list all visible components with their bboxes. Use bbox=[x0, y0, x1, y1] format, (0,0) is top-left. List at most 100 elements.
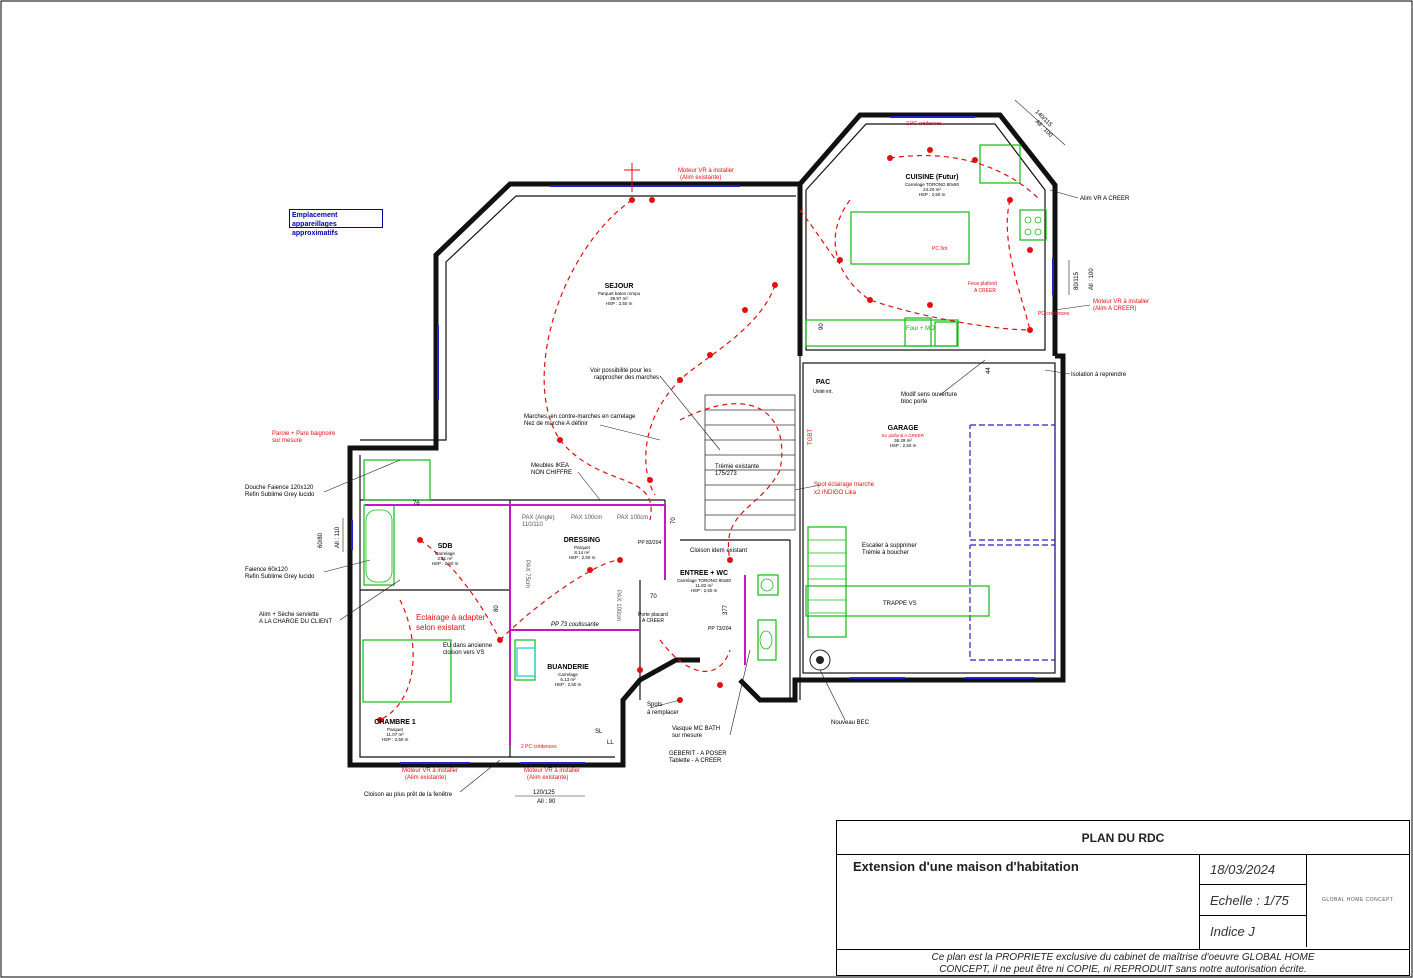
bathtub-icon bbox=[365, 509, 393, 583]
dim-70b: 70 bbox=[671, 517, 677, 524]
dim-all100b: All : 100 bbox=[1089, 268, 1095, 290]
note-meubles: Meubles IKEA bbox=[531, 463, 569, 469]
note-alim-existante: (Alim existante) bbox=[680, 175, 721, 181]
note-non-chiffre: NON CHIFFRE bbox=[531, 470, 572, 476]
note-marches: Marches, en contre-marches en carrelage bbox=[524, 414, 636, 420]
room-entree-name: ENTREE + WC bbox=[680, 570, 728, 577]
room-sdb-floor: Carrelage bbox=[435, 551, 455, 556]
dim-left: 60/80 bbox=[318, 532, 324, 548]
note-feux2: A CREER bbox=[974, 288, 996, 294]
label-pax-dim: 110/110 bbox=[522, 522, 543, 528]
room-chambre-name: CHAMBRE 1 bbox=[374, 719, 416, 726]
toilet-icon bbox=[759, 578, 774, 650]
dim-80: 80 bbox=[494, 605, 500, 612]
label-trappe: TRAPPE VS bbox=[883, 601, 917, 607]
project-description: Extension d'une maison d'habitation bbox=[853, 859, 1079, 874]
note-escalier: Escalier à supprimer bbox=[862, 543, 917, 549]
room-sdb-hsp: HSP : 2,50 m bbox=[432, 561, 459, 566]
note-tablette: Tablette - A CREER bbox=[669, 758, 722, 764]
room-sejour-name: SEJOUR bbox=[605, 283, 634, 290]
footer-line1: Ce plan est la PROPRIETE exclusive du ca… bbox=[931, 952, 1315, 963]
note-spot-marche: Spot éclairage marche bbox=[814, 482, 875, 488]
label-pax75: PAX 75cm bbox=[524, 560, 530, 588]
note-moteur-top: Moteur VR à installer bbox=[678, 168, 734, 174]
note-cloison-idem: Cloison idem existant bbox=[690, 548, 747, 554]
moteur-marker bbox=[624, 163, 640, 192]
note-moteur-bottom1: Moteur VR à installer bbox=[402, 768, 458, 774]
dim-44: 44 bbox=[986, 367, 992, 374]
note-sur-mesure: sur mesure bbox=[272, 438, 303, 444]
note-selon-existant: selon existant bbox=[416, 623, 466, 632]
note-alim-b1: (Alim existante) bbox=[405, 775, 446, 781]
garage-outer-wall bbox=[738, 353, 1066, 703]
main-outer-wall bbox=[347, 181, 800, 768]
room-cuisine-floor: Carrelage TORONO 80x80 bbox=[905, 182, 960, 187]
note-tremie: Trémie existante bbox=[715, 464, 760, 470]
note-voir-possibilite: Voir possibilité pour les bbox=[590, 368, 651, 374]
plan-date: 18/03/2024 bbox=[1200, 854, 1307, 885]
note-alim-seche: Alim + Sèche serviette bbox=[259, 612, 320, 618]
title-block-info: 18/03/2024 Echelle : 1/75 Indice J GLOBA… bbox=[1199, 854, 1410, 949]
note-pc-credences: 2 PC crédences bbox=[906, 121, 942, 127]
room-sdb-name: SDB bbox=[438, 543, 453, 550]
room-dressing-floor: Parquet bbox=[574, 545, 591, 550]
kitchen-outer-wall bbox=[798, 112, 1058, 356]
room-garage-hsp: HSP : 2,50 m bbox=[890, 443, 917, 448]
room-entree-floor: Carrelage TORONO 80x80 bbox=[677, 578, 732, 583]
room-garage-floor: Ex plafond A CREER bbox=[882, 433, 925, 438]
note-nez: Nez de marche A définir bbox=[524, 421, 588, 427]
title-block: PLAN DU RDC Extension d'une maison d'hab… bbox=[836, 820, 1410, 976]
wall-inner-lines bbox=[359, 123, 1056, 758]
dim-all90: All : 90 bbox=[537, 799, 556, 805]
plan-scale: Echelle : 1/75 bbox=[1200, 885, 1307, 916]
note-paroi: Paroie + Pare baignoire bbox=[272, 431, 336, 437]
note-tremie-boucher: Trémie à boucher bbox=[862, 550, 909, 556]
note-indigo: x2 INDIGO Lika bbox=[814, 490, 857, 496]
note-eu: EU dans ancienne bbox=[443, 643, 493, 649]
note-geberit: GEBERIT - A POSER bbox=[669, 751, 727, 757]
note-vasque2: sur mesure bbox=[672, 733, 703, 739]
room-garage-area: 36.29 m² bbox=[894, 438, 912, 443]
plan-index: Indice J bbox=[1200, 916, 1307, 947]
room-sejour-floor: Parquet baton rompu bbox=[598, 291, 641, 296]
electrical-points bbox=[377, 147, 1033, 723]
dim-76: 76 bbox=[413, 501, 420, 507]
room-garage-name: GARAGE bbox=[888, 425, 919, 432]
note-pc-cred3: 2 PC crédences bbox=[521, 744, 557, 750]
note-alim-creer: (Alim A CREER) bbox=[1093, 306, 1136, 312]
room-sdb-area: 3.21 m² bbox=[437, 556, 453, 561]
dim-right: 80/115 bbox=[1074, 271, 1080, 290]
room-cuisine-area: 24.20 m² bbox=[923, 187, 941, 192]
label-pax100v: PAX 100cm bbox=[615, 590, 621, 621]
note-pc-cred2: PC crédences bbox=[1038, 311, 1070, 317]
label-ll: LL bbox=[607, 740, 614, 746]
label-sl: SL bbox=[595, 729, 603, 735]
note-alim-b2: (Alim existante) bbox=[527, 775, 568, 781]
note-a-creer: A CREER bbox=[642, 618, 664, 624]
room-sejour-area: 39.97 m² bbox=[610, 296, 628, 301]
dim-70a: 70 bbox=[650, 594, 657, 600]
bec-icon bbox=[809, 649, 831, 671]
garage-stair bbox=[808, 539, 846, 614]
note-moteur-right: Moteur VR à installer bbox=[1093, 299, 1149, 305]
label-unite: Unité int. bbox=[813, 389, 833, 395]
note-pp73: PP 73 coulissante bbox=[551, 622, 599, 628]
note-eclairage: Eclairage à adapter bbox=[416, 613, 486, 622]
label-pax-angle: PAX (Angle) bbox=[522, 515, 555, 521]
room-cuisine-name: CUISINE (Futur) bbox=[906, 174, 959, 181]
note-cloison-fenetre: Cloison au plus prêt de la fenêtre bbox=[364, 792, 453, 798]
note-bloc-porte: bloc porte bbox=[901, 399, 928, 405]
leader-lines bbox=[323, 189, 1091, 793]
room-chambre-hsp: HSP : 2,50 m bbox=[382, 737, 409, 742]
label-pax100b: PAX 100cm bbox=[617, 515, 648, 521]
room-buanderie-area: 6.13 m² bbox=[560, 677, 576, 682]
room-entree-area: 11.82 m² bbox=[695, 583, 713, 588]
note-isolation: Isolation à reprendre bbox=[1071, 372, 1127, 378]
plan-title: PLAN DU RDC bbox=[837, 821, 1409, 855]
note-tremie-dim: 175/273 bbox=[715, 471, 737, 477]
note-vasque: Vasque MC BATH bbox=[672, 726, 720, 732]
note-porte-placard: Porte placard bbox=[638, 612, 668, 618]
hob-icon bbox=[1024, 216, 1042, 236]
label-pax100a: PAX 100cm bbox=[571, 515, 602, 521]
